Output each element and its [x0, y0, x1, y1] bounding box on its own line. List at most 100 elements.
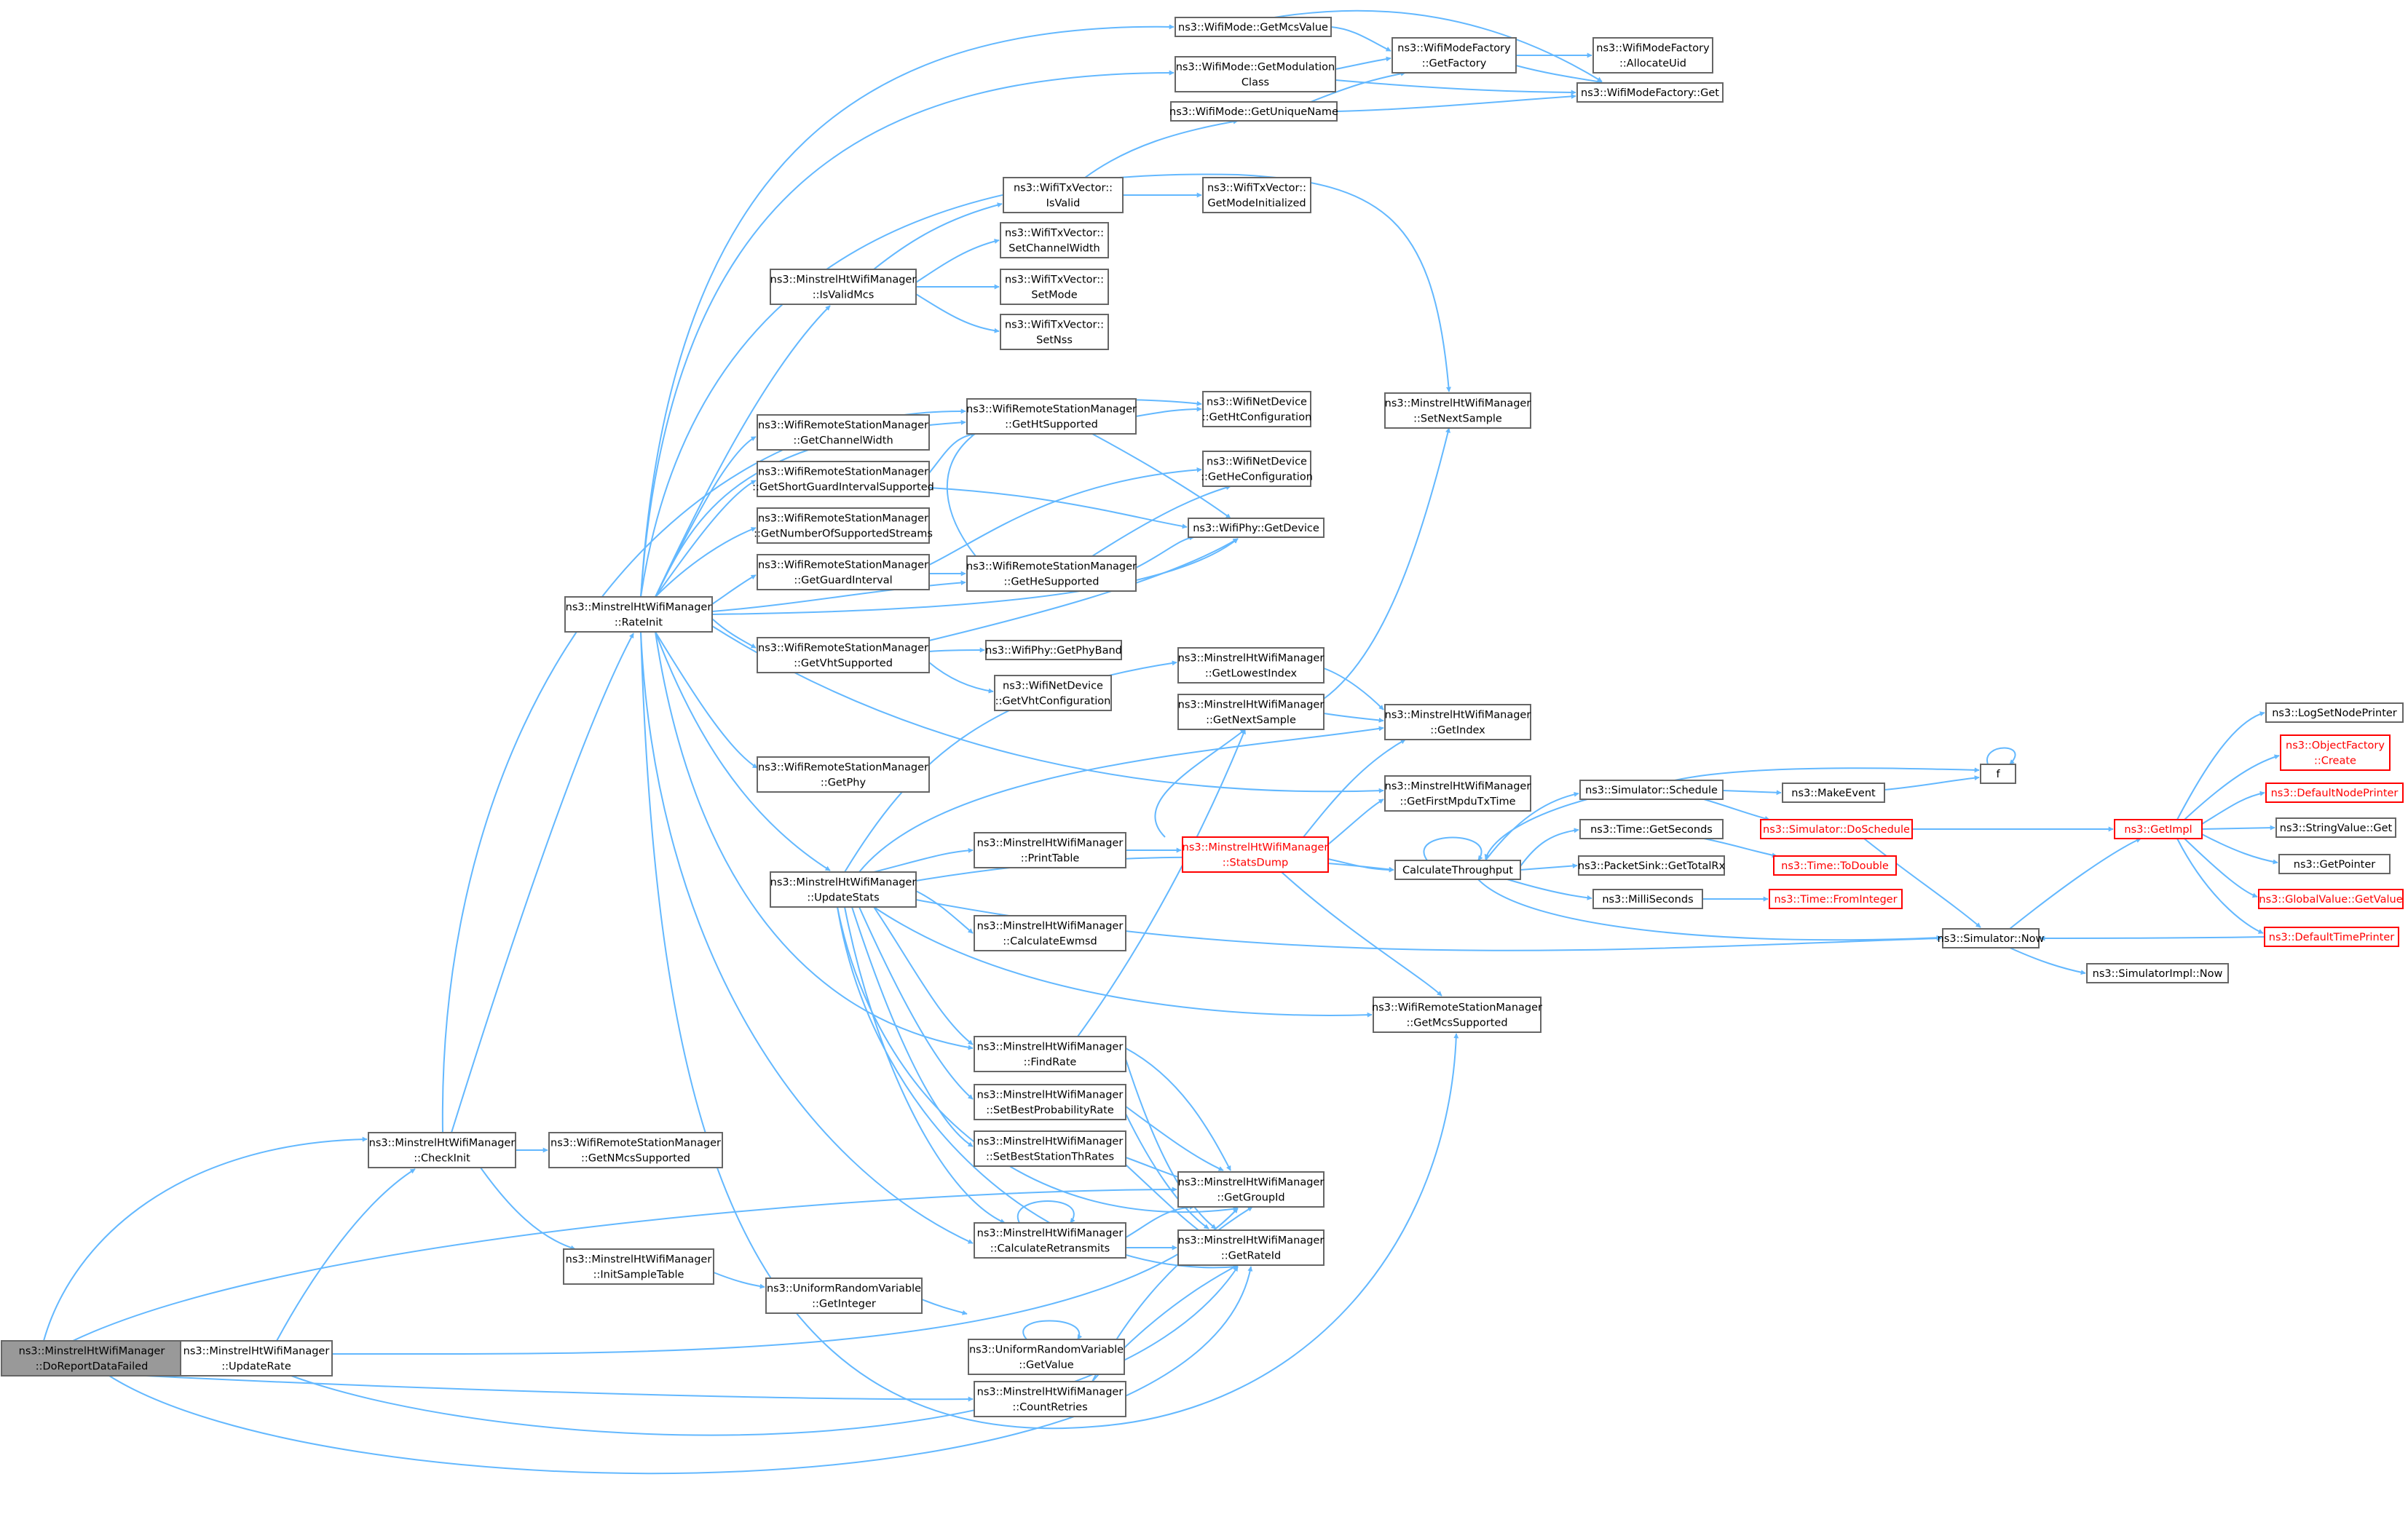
node-calcretrans[interactable]: ns3::MinstrelHtWifiManager::CalculateRet… — [974, 1222, 1126, 1259]
node-setbestprob[interactable]: ns3::MinstrelHtWifiManager::SetBestProba… — [974, 1084, 1126, 1120]
node-getindex[interactable]: ns3::MinstrelHtWifiManager::GetIndex — [1384, 704, 1531, 740]
node-sim_schedule[interactable]: ns3::Simulator::Schedule — [1579, 780, 1724, 800]
node-getnmcs[interactable]: ns3::WifiRemoteStationManager::GetNMcsSu… — [548, 1132, 723, 1168]
node-milliseconds[interactable]: ns3::MilliSeconds — [1592, 889, 1703, 909]
node-printtable[interactable]: ns3::MinstrelHtWifiManager::PrintTable — [974, 832, 1126, 868]
edge-checkinit-to-rateinit — [451, 633, 634, 1133]
node-txv_setmode[interactable]: ns3::WifiTxVector::SetMode — [1000, 269, 1109, 305]
node-label: ::GetChannelWidth — [793, 435, 893, 447]
node-objfactory_create[interactable]: ns3::ObjectFactory::Create — [2280, 734, 2391, 771]
node-defaultnodeprinter[interactable]: ns3::DefaultNodePrinter — [2265, 783, 2404, 803]
node-label: ::SetBestStationThRates — [986, 1152, 1114, 1163]
node-getchw[interactable]: ns3::WifiRemoteStationManager::GetChanne… — [757, 414, 930, 451]
edge-rateinit-to-getvht — [711, 618, 757, 649]
node-nd_getht[interactable]: ns3::WifiNetDevice::GetHtConfiguration — [1202, 391, 1312, 427]
node-isvalidmcs[interactable]: ns3::MinstrelHtWifiManager::IsValidMcs — [770, 269, 917, 305]
node-defaulttimeprinter[interactable]: ns3::DefaultTimePrinter — [2264, 927, 2399, 947]
node-countretries[interactable]: ns3::MinstrelHtWifiManager::CountRetries — [974, 1381, 1126, 1417]
node-factory_alloc[interactable]: ns3::WifiModeFactory::AllocateUid — [1592, 37, 1713, 74]
node-getgroupid[interactable]: ns3::MinstrelHtWifiManager::GetGroupId — [1177, 1171, 1325, 1208]
node-doreport[interactable]: ns3::MinstrelHtWifiManager::DoReportData… — [1, 1340, 183, 1377]
node-factory_get[interactable]: ns3::WifiModeFactory::Get — [1576, 82, 1724, 103]
node-getuniquename[interactable]: ns3::WifiMode::GetUniqueName — [1169, 101, 1338, 122]
node-label: ::GetVhtConfiguration — [995, 696, 1111, 708]
node-getmcsvalue[interactable]: ns3::WifiMode::GetMcsValue — [1175, 17, 1332, 37]
node-getgi[interactable]: ns3::WifiRemoteStationManager::GetGuardI… — [757, 554, 930, 590]
node-label: ns3::MinstrelHtWifiManager — [977, 838, 1124, 849]
edge-updaterate-to-getgroupid — [331, 1208, 1239, 1355]
node-findrate[interactable]: ns3::MinstrelHtWifiManager::FindRate — [974, 1036, 1126, 1072]
node-time_getseconds[interactable]: ns3::Time::GetSeconds — [1579, 819, 1724, 839]
node-time_frominteger[interactable]: ns3::Time::FromInteger — [1769, 889, 1903, 909]
node-logsetnodeprinter[interactable]: ns3::LogSetNodePrinter — [2265, 702, 2404, 723]
node-box — [1592, 37, 1713, 74]
edge-findrate-to-getrateid — [1125, 1058, 1217, 1229]
node-getnss[interactable]: ns3::WifiRemoteStationManager::GetNumber… — [754, 507, 933, 544]
node-nd_gethe[interactable]: ns3::WifiNetDevice::GetHeConfiguration — [1201, 451, 1313, 487]
node-getinteger[interactable]: ns3::UniformRandomVariable::GetInteger — [765, 1278, 923, 1314]
node-getmcssupported[interactable]: ns3::WifiRemoteStationManager::GetMcsSup… — [1372, 997, 1542, 1033]
node-label: ns3::WifiModeFactory — [1397, 43, 1511, 55]
edge-rateinit-to-calcretrans — [640, 631, 974, 1244]
edge-getimpl-to-stringvalue_get — [2201, 825, 2275, 831]
node-gethesupported[interactable]: ns3::WifiRemoteStationManager::GetHeSupp… — [966, 555, 1137, 592]
node-getsgi[interactable]: ns3::WifiRemoteStationManager::GetShortG… — [752, 461, 934, 497]
node-getlowestindex[interactable]: ns3::MinstrelHtWifiManager::GetLowestInd… — [1177, 647, 1325, 684]
node-simimpl_now[interactable]: ns3::SimulatorImpl::Now — [2086, 963, 2229, 983]
node-getfirstmpdu[interactable]: ns3::MinstrelHtWifiManager::GetFirstMpdu… — [1384, 775, 1531, 812]
node-box — [757, 637, 930, 673]
node-box — [1394, 860, 1521, 880]
node-initsample[interactable]: ns3::MinstrelHtWifiManager::InitSampleTa… — [563, 1248, 714, 1285]
node-label: ns3::ObjectFactory — [2286, 740, 2385, 752]
node-getnextsample[interactable]: ns3::MinstrelHtWifiManager::GetNextSampl… — [1177, 694, 1325, 730]
node-label: ns3::WifiRemoteStationManager — [758, 420, 928, 432]
node-time_todouble[interactable]: ns3::Time::ToDouble — [1773, 855, 1897, 876]
node-label: ns3::MilliSeconds — [1602, 894, 1693, 906]
node-calcewmsd[interactable]: ns3::MinstrelHtWifiManager::CalculateEwm… — [974, 915, 1126, 951]
node-label: ::GetFirstMpduTxTime — [1400, 796, 1515, 808]
node-getvalue_urv[interactable]: ns3::UniformRandomVariable::GetValue — [968, 1339, 1125, 1375]
node-getrateid[interactable]: ns3::MinstrelHtWifiManager::GetRateId — [1177, 1229, 1325, 1266]
node-updaterate[interactable]: ns3::MinstrelHtWifiManager::UpdateRate — [180, 1340, 333, 1377]
edge-isvalidmcs-to-txv_setnss — [915, 293, 1000, 333]
node-txv_getmodeinit[interactable]: ns3::WifiTxVector::GetModeInitialized — [1202, 177, 1311, 213]
node-f[interactable]: f — [1980, 764, 2016, 784]
edge-sim_now-to-simimpl_now — [2009, 947, 2086, 975]
node-sim_now[interactable]: ns3::Simulator::Now — [1938, 928, 2045, 948]
node-box — [1000, 269, 1109, 305]
node-makeevent[interactable]: ns3::MakeEvent — [1782, 783, 1885, 803]
node-getimpl[interactable]: ns3::GetImpl — [2114, 819, 2203, 839]
node-statsdump[interactable]: ns3::MinstrelHtWifiManager::StatsDump — [1182, 836, 1329, 873]
node-nd_getvht[interactable]: ns3::WifiNetDevice::GetVhtConfiguration — [994, 675, 1112, 711]
edge-setbestprob-to-getgroupid — [1125, 1106, 1224, 1171]
node-packetsink[interactable]: ns3::PacketSink::GetTotalRx — [1578, 855, 1726, 876]
node-getphy[interactable]: ns3::WifiRemoteStationManager::GetPhy — [757, 756, 930, 793]
node-checkinit[interactable]: ns3::MinstrelHtWifiManager::CheckInit — [368, 1132, 516, 1168]
node-label: ::GetHeSupported — [1004, 577, 1100, 588]
edge-txv_isvalid-to-getuniquename — [1084, 119, 1239, 178]
node-gethtsupported[interactable]: ns3::WifiRemoteStationManager::GetHtSupp… — [966, 398, 1137, 435]
node-txv_isvalid[interactable]: ns3::WifiTxVector::IsValid — [1003, 177, 1124, 213]
node-txv_setnss[interactable]: ns3::WifiTxVector::SetNss — [1000, 314, 1109, 350]
node-globalvalue_getvalue[interactable]: ns3::GlobalValue::GetValue — [2258, 889, 2404, 909]
node-label: ns3::WifiTxVector:: — [1207, 183, 1306, 194]
node-box — [564, 596, 713, 633]
node-stringvalue_get[interactable]: ns3::StringValue::Get — [2275, 817, 2396, 838]
node-phy_getdevice[interactable]: ns3::WifiPhy::GetDevice — [1188, 518, 1325, 538]
node-txv_setchw[interactable]: ns3::WifiTxVector::SetChannelWidth — [1000, 222, 1109, 258]
node-calcthroughput[interactable]: CalculateThroughput — [1394, 860, 1521, 880]
edge-getsgi-to-gethtsupported — [928, 432, 976, 474]
node-getpointer[interactable]: ns3::GetPointer — [2278, 854, 2391, 874]
node-setbestth[interactable]: ns3::MinstrelHtWifiManager::SetBestStati… — [974, 1130, 1126, 1167]
node-rateinit[interactable]: ns3::MinstrelHtWifiManager::RateInit — [564, 596, 713, 633]
node-setnextsample[interactable]: ns3::MinstrelHtWifiManager::SetNextSampl… — [1384, 392, 1531, 429]
node-updatestats[interactable]: ns3::MinstrelHtWifiManager::UpdateStats — [770, 871, 917, 908]
edge-rateinit-to-getmodclass — [640, 70, 1175, 598]
node-factory_getfactory[interactable]: ns3::WifiModeFactory::GetFactory — [1391, 37, 1517, 74]
node-label: ns3::Time::GetSeconds — [1590, 824, 1713, 836]
node-sim_doschedule[interactable]: ns3::Simulator::DoSchedule — [1760, 819, 1913, 839]
node-phy_getband[interactable]: ns3::WifiPhy::GetPhyBand — [985, 640, 1122, 660]
edge-statsdump-to-getnextsample — [1154, 729, 1246, 838]
node-getvht[interactable]: ns3::WifiRemoteStationManager::GetVhtSup… — [757, 637, 930, 673]
